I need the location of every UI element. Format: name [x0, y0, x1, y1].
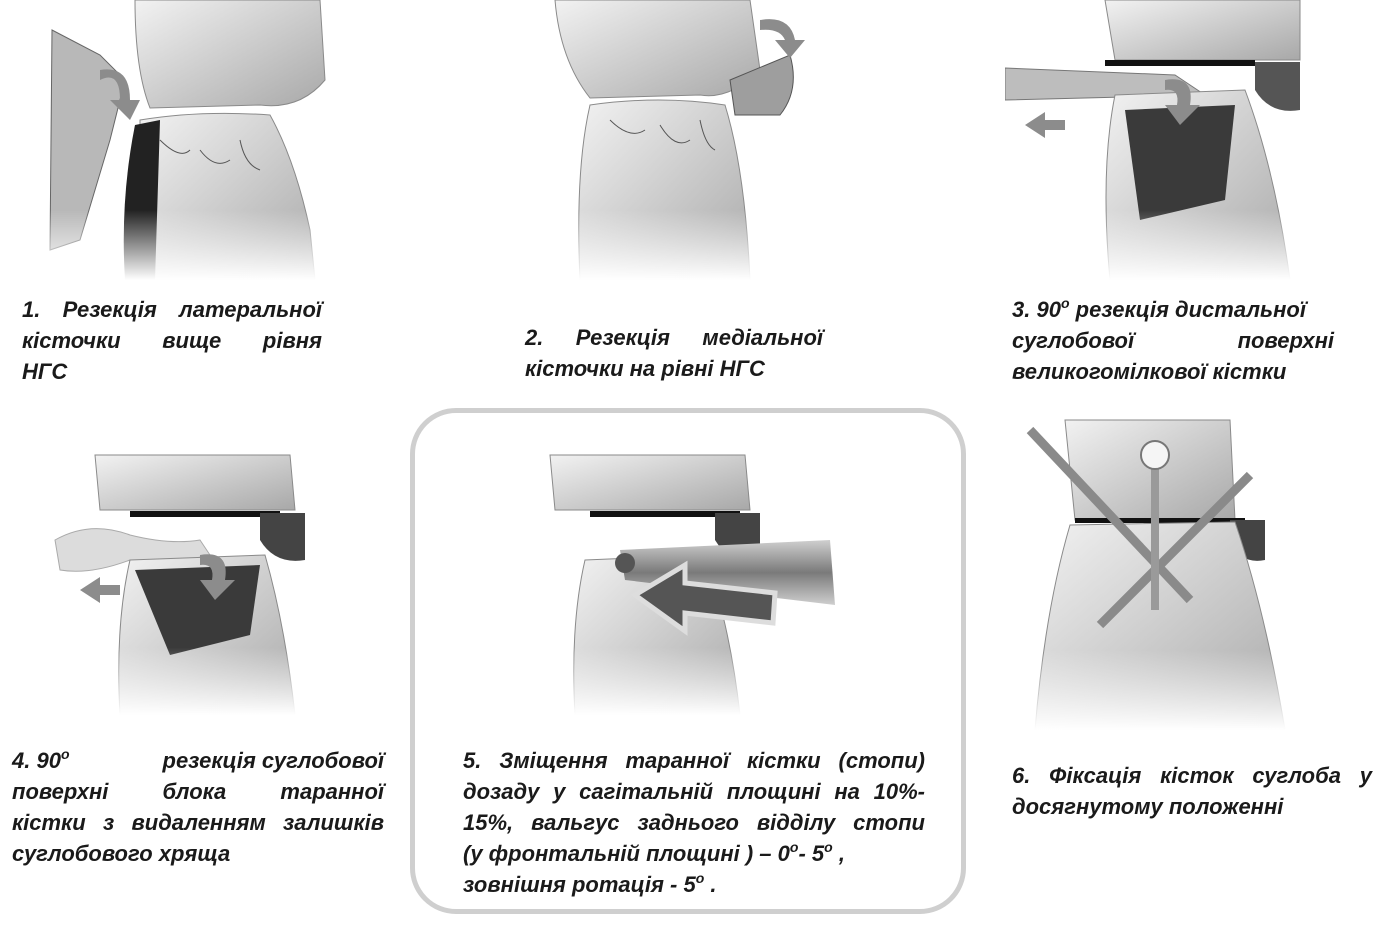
caption-line: 1. Резекція латеральної	[22, 294, 322, 325]
caption-line: кісточки вище рівня	[22, 325, 322, 356]
step-5-illustration	[545, 445, 845, 715]
caption-line: дозаду у сагітальній площині на 10%-	[463, 776, 925, 807]
caption-line: НГС	[22, 356, 322, 387]
degree-mark: o	[824, 839, 833, 855]
caption-line: 2. Резекція медіальної	[525, 322, 823, 353]
caption-line: великогомілкової кістки	[1012, 356, 1334, 387]
degree-mark: o	[1061, 295, 1070, 311]
step-5-caption: 5. Зміщення таранної кістки (стопи) доза…	[463, 745, 925, 900]
caption-line: кісточки на рівні НГС	[525, 353, 823, 384]
step-6-caption: 6. Фіксація кісток суглоба у досягнутому…	[1012, 760, 1372, 822]
step-4-illustration	[50, 445, 310, 715]
caption-line: (у фронтальній площині ) – 0o- 5o ,	[463, 838, 925, 869]
degree-mark: o	[696, 870, 705, 886]
step-1-illustration	[40, 0, 330, 280]
caption-line: суглобового хряща	[12, 838, 384, 869]
caption-line: кістки з видаленням залишків	[12, 807, 384, 838]
caption-line: 6. Фіксація кісток суглоба у	[1012, 760, 1372, 791]
step-1-caption: 1. Резекція латеральної кісточки вище рі…	[22, 294, 322, 387]
step-2-caption: 2. Резекція медіальної кісточки на рівні…	[525, 322, 823, 384]
caption-line: 3. 90o резекція дистальної	[1012, 294, 1334, 325]
caption-line: зовнішня ротація - 5o .	[463, 869, 925, 900]
caption-line: 5. Зміщення таранної кістки (стопи)	[463, 745, 925, 776]
step-6-illustration	[1015, 410, 1295, 730]
caption-line: досягнутому положенні	[1012, 791, 1372, 822]
step-2-illustration	[550, 0, 830, 280]
caption-line: суглобової поверхні	[1012, 325, 1334, 356]
caption-line: 15%, вальгус заднього відділу стопи	[463, 807, 925, 838]
degree-mark: o	[61, 746, 70, 762]
step-3-caption: 3. 90o резекція дистальної суглобової по…	[1012, 294, 1334, 387]
caption-line: поверхні блока таранної	[12, 776, 384, 807]
step-3-illustration	[1005, 0, 1305, 280]
